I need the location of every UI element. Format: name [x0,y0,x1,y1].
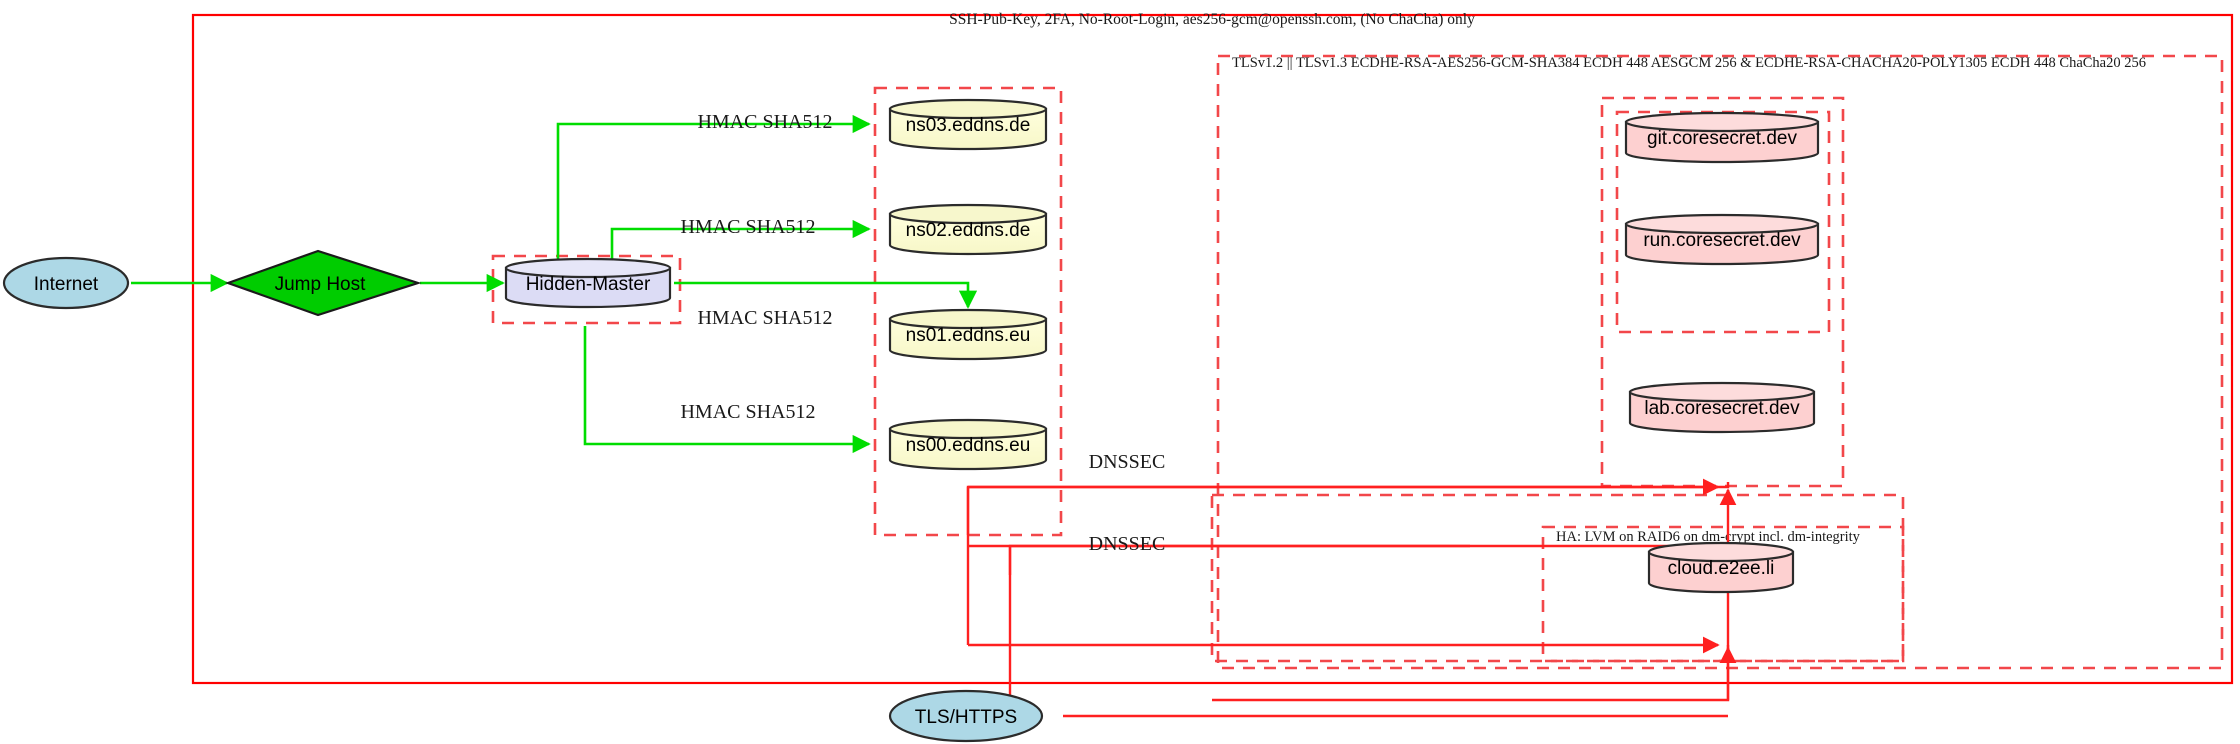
node-tls-https[interactable]: TLS/HTTPS [888,689,1044,743]
node-cloud-e2ee[interactable]: cloud.e2ee.li [1647,541,1795,594]
node-internet[interactable]: Internet [2,256,130,310]
node-git-coresecret-label: git.coresecret.dev [1647,128,1797,149]
edge-label-hmac-ns02: HMAC SHA512 [680,216,815,238]
node-run-coresecret[interactable]: run.coresecret.dev [1624,213,1820,266]
node-ns01-label: ns01.eddns.eu [906,325,1031,346]
node-ns00-label: ns00.eddns.eu [906,435,1031,456]
node-ns03[interactable]: ns03.eddns.de [888,98,1048,151]
node-hidden-master-label: Hidden-Master [526,274,651,295]
node-hidden-master[interactable]: Hidden-Master [504,257,672,309]
node-tls-https-label: TLS/HTTPS [915,707,1017,728]
node-internet-label: Internet [34,274,99,295]
node-lab-coresecret[interactable]: lab.coresecret.dev [1628,381,1816,434]
node-ns02[interactable]: ns02.eddns.de [888,203,1048,256]
edge-hiddenmaster-to-ns01: HMAC SHA512 [674,281,978,329]
node-run-coresecret-label: run.coresecret.dev [1643,230,1801,251]
zone-ssh-caption: SSH-Pub-Key, 2FA, No-Root-Login, aes256-… [949,11,1475,28]
node-jump-host-label: Jump Host [275,274,367,295]
node-ns02-label: ns02.eddns.de [906,220,1031,241]
node-ns01[interactable]: ns01.eddns.eu [888,308,1048,361]
zone-tls-caption: TLSv1.2 || TLSv1.3 ECDHE-RSA-AES256-GCM-… [1232,55,2146,71]
zone-tls: TLSv1.2 || TLSv1.3 ECDHE-RSA-AES256-GCM-… [1216,54,2224,670]
node-cloud-e2ee-label: cloud.e2ee.li [1668,558,1775,579]
edge-label-dnssec-upper: DNSSEC [1089,451,1166,473]
zone-ssh-outer: SSH-Pub-Key, 2FA, No-Root-Login, aes256-… [191,11,2234,685]
edge-label-dnssec-lower: DNSSEC [1089,533,1166,555]
zone-ha-band [1210,493,1905,663]
edge-hiddenmaster-to-ns00: HMAC SHA512 [583,326,871,454]
edge-tls-to-ha [968,636,1730,702]
node-jump-host[interactable]: Jump Host [224,249,422,317]
edge-dnssec-upper: DNSSEC [966,451,1730,535]
edge-hiddenmaster-to-ns03: HMAC SHA512 [556,111,871,262]
edge-dnssec-risers [966,487,1012,716]
node-git-coresecret[interactable]: git.coresecret.dev [1624,111,1820,164]
edge-tlshttps-to-services [1063,714,1728,718]
node-ns03-label: ns03.eddns.de [906,115,1031,136]
zone-ha-caption: HA: LVM on RAID6 on dm-crypt incl. dm-in… [1556,529,1861,545]
edge-label-hmac-ns03: HMAC SHA512 [697,111,832,133]
node-lab-coresecret-label: lab.coresecret.dev [1644,398,1800,419]
edge-label-hmac-ns01: HMAC SHA512 [697,307,832,329]
edge-hiddenmaster-to-ns02: HMAC SHA512 [610,216,871,262]
node-ns00[interactable]: ns00.eddns.eu [888,418,1048,471]
zone-hidden-master [491,254,682,325]
edge-label-hmac-ns00: HMAC SHA512 [680,401,815,423]
